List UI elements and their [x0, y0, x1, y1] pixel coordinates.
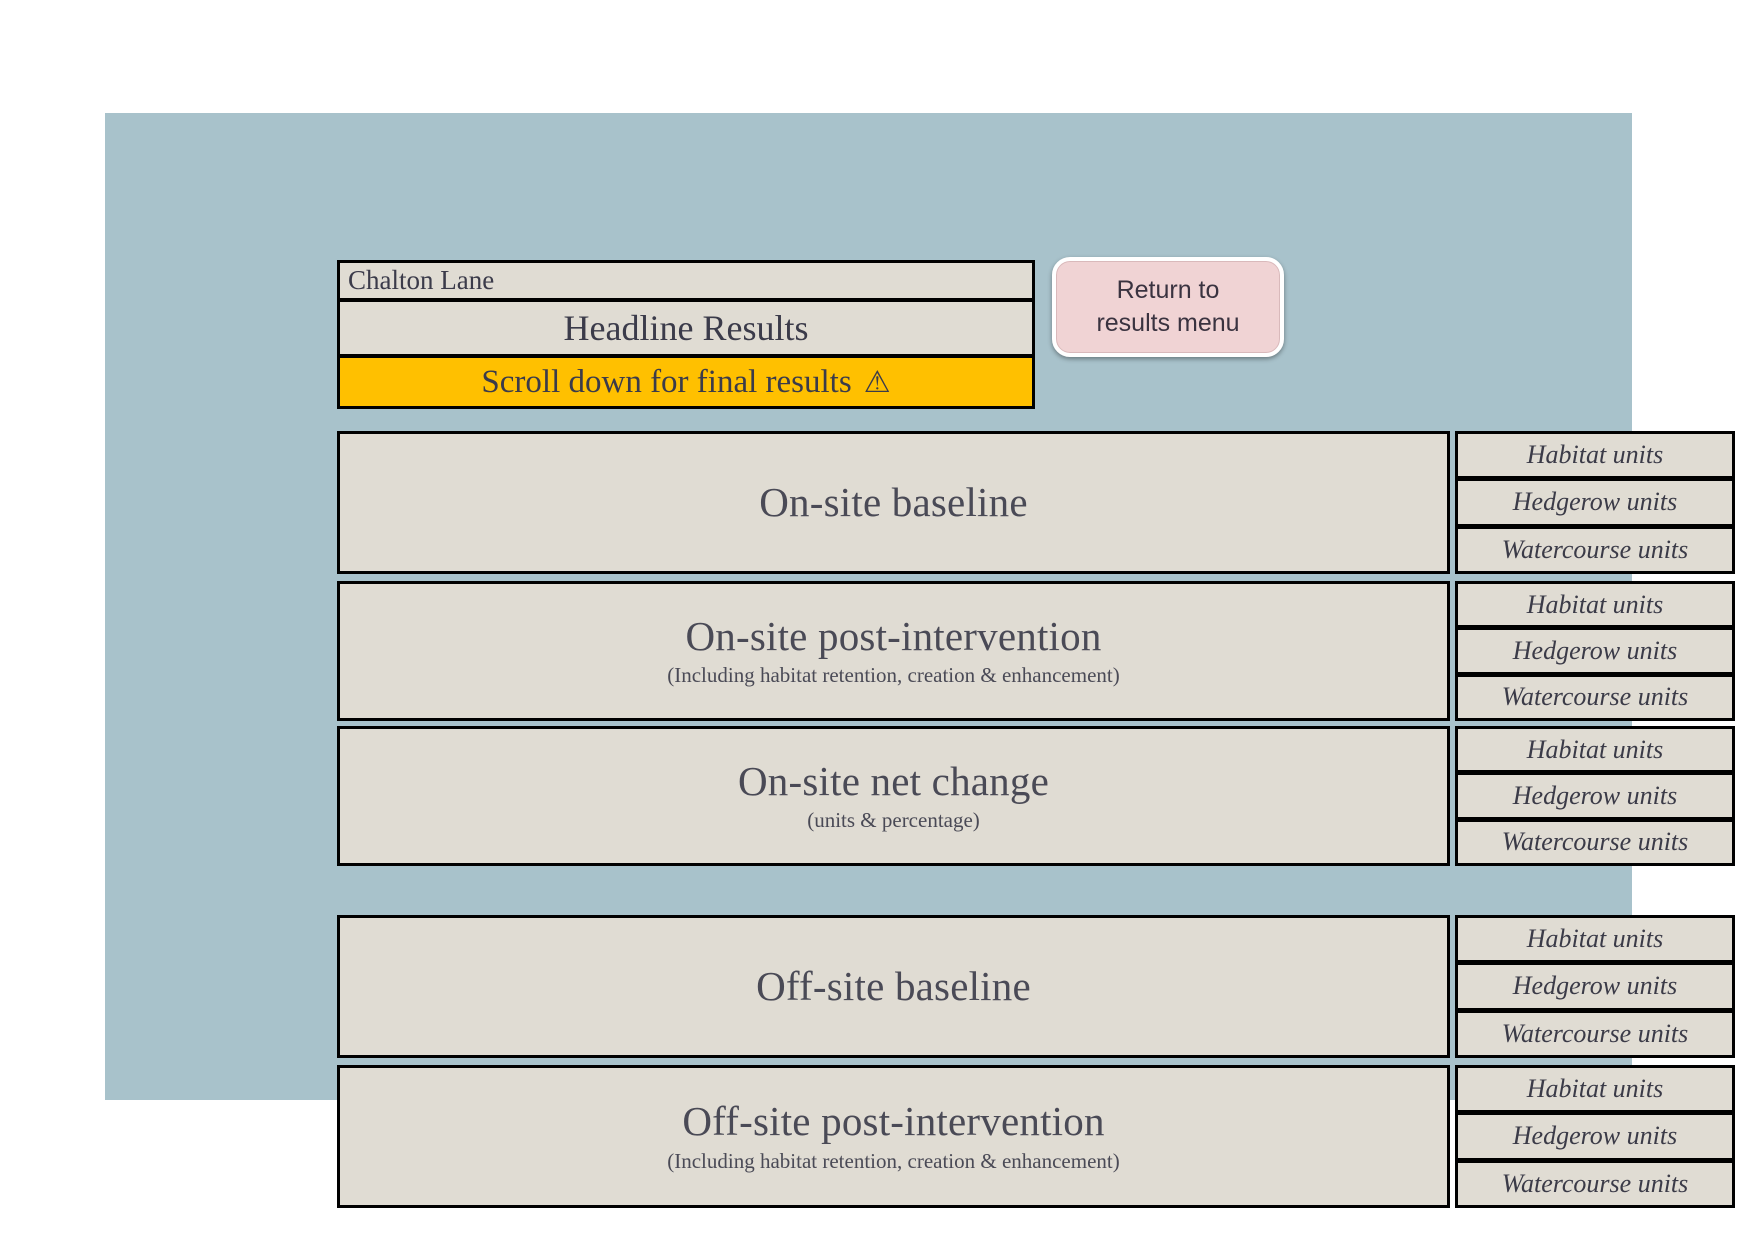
onsite-net-habitat-units-cell: Habitat units — [1455, 726, 1735, 774]
onsite-post-intervention-label-panel: On-site post-intervention (Including hab… — [337, 581, 1450, 721]
headline-title-row: Headline Results — [337, 300, 1035, 356]
offsite-post-intervention-label-panel: Off-site post-intervention (Including ha… — [337, 1065, 1450, 1208]
offsite-baseline-units-column: Habitat units Hedgerow units Watercourse… — [1455, 915, 1735, 1058]
onsite-baseline-habitat-units-cell: Habitat units — [1455, 431, 1735, 480]
header-stack: Chalton Lane Headline Results Scroll dow… — [337, 260, 1035, 409]
page-title: Headline Results — [563, 308, 809, 348]
offsite-post-watercourse-units-cell: Watercourse units — [1455, 1160, 1735, 1208]
onsite-post-hedgerow-units-cell: Hedgerow units — [1455, 628, 1735, 675]
offsite-baseline-block: Off-site baseline Habitat units Hedgerow… — [337, 915, 1735, 1058]
onsite-post-intervention-title: On-site post-intervention — [685, 612, 1102, 659]
warning-triangle-icon: ⚠ — [863, 365, 891, 400]
offsite-baseline-hedgerow-units-cell: Hedgerow units — [1455, 963, 1735, 1011]
return-to-results-menu-button[interactable]: Return to results menu — [1052, 257, 1284, 357]
offsite-post-intervention-subtitle: (Including habitat retention, creation &… — [667, 1148, 1120, 1173]
scroll-notice-row: Scroll down for final results ⚠ — [337, 356, 1035, 409]
scroll-notice-text: Scroll down for final results — [481, 363, 852, 400]
onsite-baseline-hedgerow-units-cell: Hedgerow units — [1455, 479, 1735, 527]
onsite-net-hedgerow-units-cell: Hedgerow units — [1455, 773, 1735, 820]
onsite-baseline-title: On-site baseline — [759, 478, 1028, 525]
onsite-baseline-watercourse-units-cell: Watercourse units — [1455, 526, 1735, 574]
offsite-post-intervention-units-column: Habitat units Hedgerow units Watercourse… — [1455, 1065, 1735, 1208]
onsite-baseline-label-panel: On-site baseline — [337, 431, 1450, 574]
onsite-net-watercourse-units-cell: Watercourse units — [1455, 819, 1735, 866]
onsite-post-habitat-units-cell: Habitat units — [1455, 581, 1735, 629]
onsite-post-watercourse-units-cell: Watercourse units — [1455, 674, 1735, 721]
onsite-baseline-block: On-site baseline Habitat units Hedgerow … — [337, 431, 1735, 574]
onsite-net-change-title: On-site net change — [738, 757, 1049, 804]
onsite-net-change-label-panel: On-site net change (units & percentage) — [337, 726, 1450, 866]
onsite-post-intervention-subtitle: (Including habitat retention, creation &… — [667, 663, 1120, 688]
onsite-baseline-units-column: Habitat units Hedgerow units Watercourse… — [1455, 431, 1735, 574]
offsite-post-intervention-block: Off-site post-intervention (Including ha… — [337, 1065, 1735, 1208]
offsite-baseline-watercourse-units-cell: Watercourse units — [1455, 1010, 1735, 1058]
onsite-net-change-block: On-site net change (units & percentage) … — [337, 726, 1735, 866]
offsite-post-intervention-title: Off-site post-intervention — [682, 1098, 1105, 1145]
site-name-text: Chalton Lane — [348, 265, 495, 295]
return-button-label-line1: Return to — [1116, 276, 1220, 304]
offsite-baseline-habitat-units-cell: Habitat units — [1455, 915, 1735, 964]
offsite-post-hedgerow-units-cell: Hedgerow units — [1455, 1113, 1735, 1161]
offsite-baseline-label-panel: Off-site baseline — [337, 915, 1450, 1058]
onsite-post-intervention-units-column: Habitat units Hedgerow units Watercourse… — [1455, 581, 1735, 721]
onsite-post-intervention-block: On-site post-intervention (Including hab… — [337, 581, 1735, 721]
offsite-post-habitat-units-cell: Habitat units — [1455, 1065, 1735, 1114]
results-sheet: Chalton Lane Headline Results Scroll dow… — [105, 113, 1735, 1208]
site-name-row: Chalton Lane — [337, 260, 1035, 300]
onsite-net-change-subtitle: (units & percentage) — [807, 808, 980, 833]
offsite-baseline-title: Off-site baseline — [756, 962, 1031, 1009]
return-button-label-line2: results menu — [1096, 309, 1240, 337]
onsite-net-change-units-column: Habitat units Hedgerow units Watercourse… — [1455, 726, 1735, 866]
